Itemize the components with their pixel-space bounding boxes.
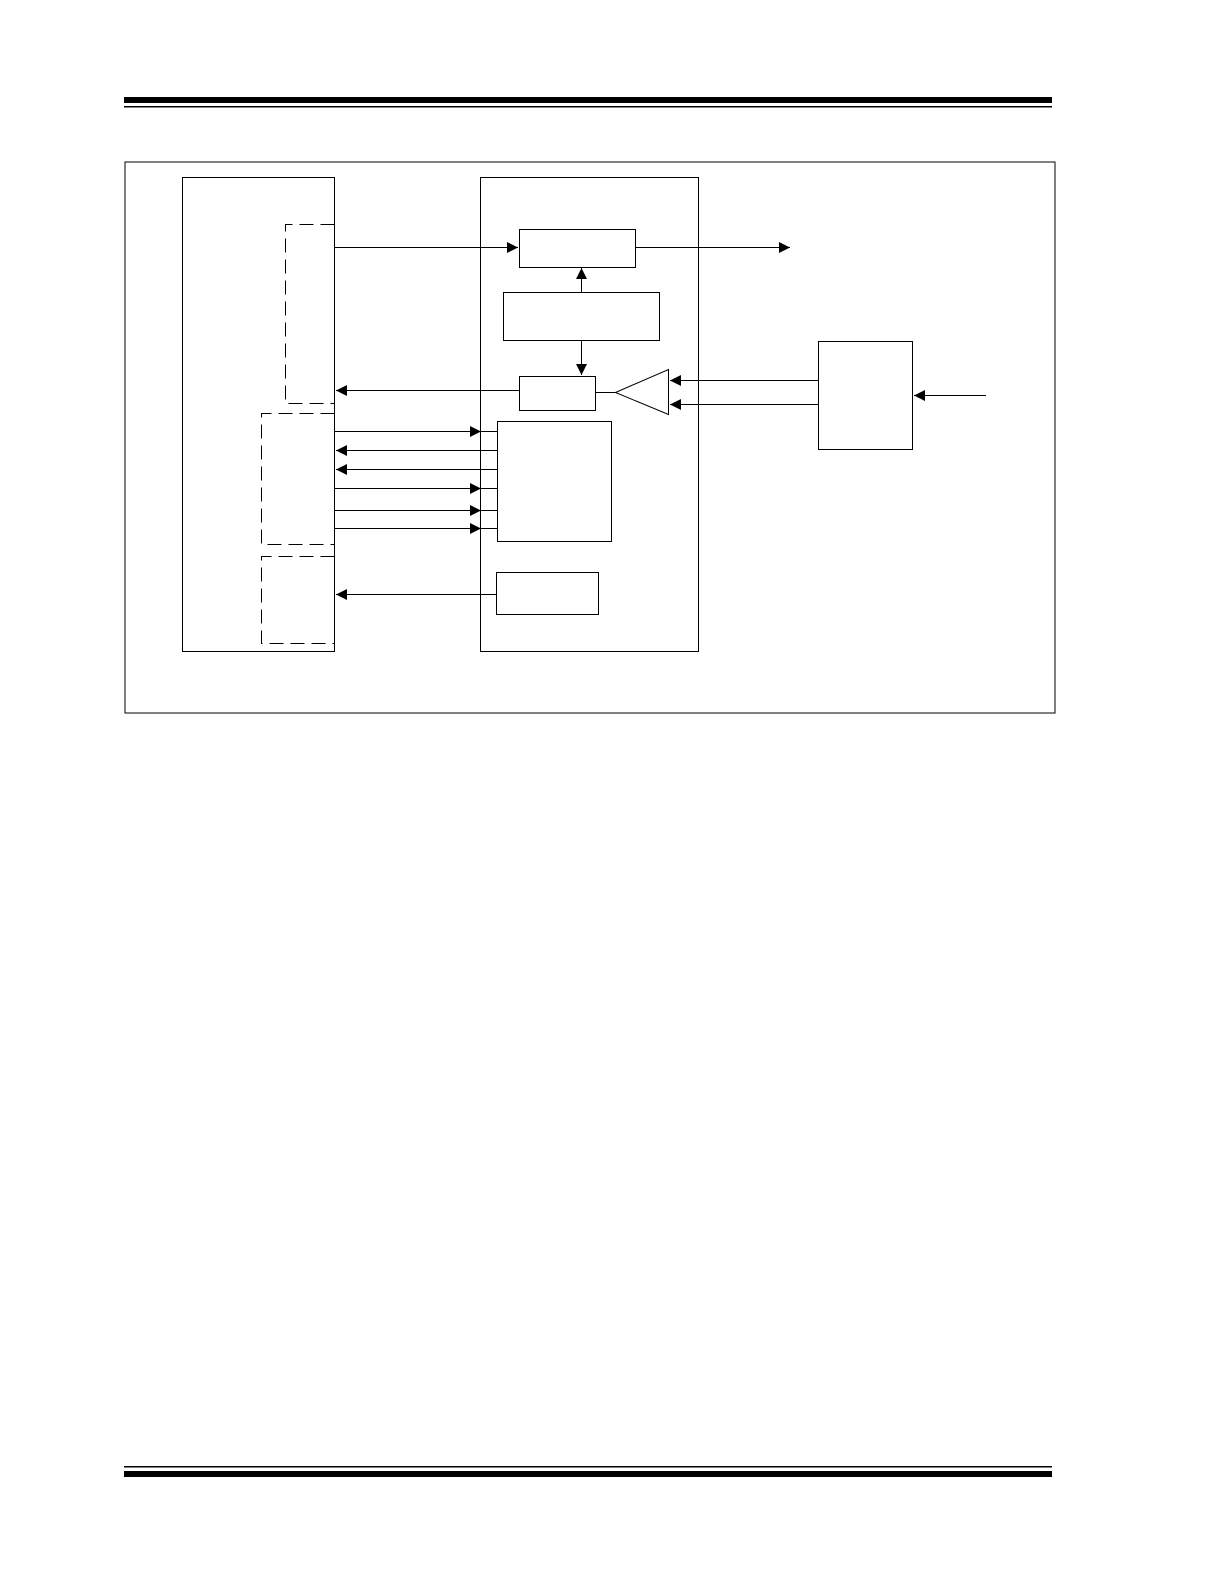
- left-dashed-mid-region: [261, 413, 335, 545]
- left-device-block: [182, 177, 335, 652]
- left-dashed-top-region: [285, 224, 335, 404]
- header-rule: [124, 97, 1052, 108]
- left-device-group: [182, 177, 335, 652]
- center-device-block: [480, 177, 699, 652]
- right-block: [818, 341, 913, 450]
- amplifier-triangle: [614, 368, 669, 416]
- center-mid-block: [503, 292, 660, 341]
- footer-rule: [124, 1466, 1052, 1477]
- header-rule-thin: [124, 106, 1052, 108]
- header-rule-thick: [124, 97, 1052, 103]
- diagram-frame: [124, 161, 1056, 714]
- center-interface-block: [497, 421, 612, 542]
- footer-rule-thin: [124, 1466, 1052, 1468]
- left-dashed-bottom-region: [261, 556, 335, 644]
- footer-rule-thick: [124, 1471, 1052, 1477]
- signal-lines: [335, 242, 986, 600]
- center-device-group: [480, 177, 699, 652]
- center-bottom-block: [496, 572, 599, 615]
- center-top-block: [519, 229, 636, 268]
- center-small-block: [519, 376, 596, 411]
